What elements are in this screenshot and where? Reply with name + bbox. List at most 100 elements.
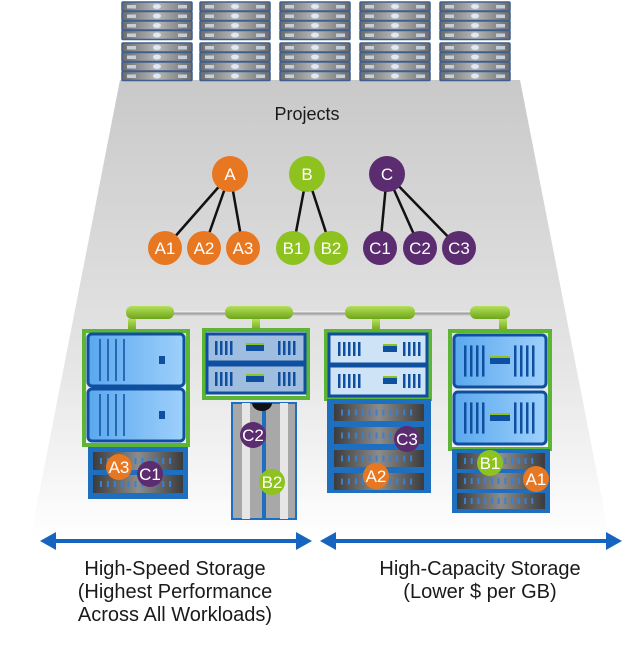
disk-slot xyxy=(396,455,399,462)
node-circle xyxy=(226,231,260,265)
server-led-right xyxy=(178,46,187,50)
vent xyxy=(418,342,421,356)
server-led-left xyxy=(365,55,374,59)
node-circle xyxy=(212,156,248,192)
server-led-right xyxy=(178,65,187,69)
server-led-left xyxy=(285,65,294,69)
controller-panel xyxy=(86,387,186,443)
server-led-right xyxy=(336,55,345,59)
server-led-right xyxy=(496,74,505,78)
node-circle xyxy=(259,469,285,495)
server-led-right xyxy=(496,24,505,28)
disk-slot xyxy=(100,458,102,464)
disk-slot xyxy=(354,409,357,416)
server-indicator xyxy=(471,64,479,69)
vent xyxy=(225,341,228,355)
vent xyxy=(278,372,281,386)
server-indicator xyxy=(471,4,479,9)
disk-slot xyxy=(410,478,413,485)
disk-slot xyxy=(162,458,165,464)
server-indicator xyxy=(471,73,479,79)
disk-slot xyxy=(497,498,500,504)
vent xyxy=(220,341,223,355)
server-indicator xyxy=(471,45,479,50)
node-label: B xyxy=(301,165,312,184)
disk-slot xyxy=(484,478,487,484)
server-led-left xyxy=(205,55,214,59)
status-led xyxy=(383,376,397,378)
high-capacity-title: High-Capacity Storage xyxy=(379,558,581,580)
node-A2: A2 xyxy=(363,463,389,489)
node-label: A2 xyxy=(194,239,215,258)
server-led-left xyxy=(285,46,294,50)
node-B1: B1 xyxy=(276,231,310,265)
disk-slot xyxy=(389,432,392,439)
disk-slot xyxy=(464,478,466,484)
server-led-right xyxy=(256,55,265,59)
node-circle xyxy=(276,231,310,265)
server-led-right xyxy=(256,46,265,50)
server-led-left xyxy=(285,33,294,37)
high-capacity-storage-caption: High-Capacity Storage (Lower $ per GB) xyxy=(330,558,630,604)
disk-slot xyxy=(361,455,364,462)
vent xyxy=(288,341,291,355)
server-led-left xyxy=(285,24,294,28)
compute-server-racks xyxy=(121,1,511,82)
server-indicator xyxy=(391,64,399,69)
server-led-right xyxy=(178,33,187,37)
vent xyxy=(348,342,351,356)
vent xyxy=(464,402,467,434)
vent xyxy=(413,342,416,356)
disk-slot xyxy=(134,458,137,464)
server-led-right xyxy=(256,74,265,78)
disk-slot xyxy=(484,498,487,504)
disk-slot xyxy=(524,458,527,464)
disk-slot xyxy=(347,478,350,485)
server-led-left xyxy=(205,24,214,28)
disk-slot xyxy=(464,498,466,504)
high-capacity-range-arrow xyxy=(320,532,622,550)
disk-slot xyxy=(389,478,392,485)
server-led-left xyxy=(127,33,136,37)
node-circle xyxy=(187,231,221,265)
disk-slot xyxy=(504,478,507,484)
status-led xyxy=(490,413,510,415)
node-label: C xyxy=(381,165,393,184)
disk-slot xyxy=(169,458,172,464)
server-led-right xyxy=(336,33,345,37)
server-led-right xyxy=(178,55,187,59)
node-circle xyxy=(369,156,405,192)
server-led-right xyxy=(178,5,187,9)
node-circle xyxy=(240,422,266,448)
server-led-right xyxy=(496,14,505,18)
server-led-right xyxy=(336,46,345,50)
tower-stripe xyxy=(242,403,250,519)
disk-slot xyxy=(141,458,144,464)
disk-slot xyxy=(477,478,480,484)
server-led-left xyxy=(285,74,294,78)
disk-slot xyxy=(497,478,500,484)
node-label: B1 xyxy=(480,454,501,473)
disk-slot xyxy=(341,409,343,416)
node-circle xyxy=(363,463,389,489)
vent xyxy=(526,402,529,434)
server-stack xyxy=(279,42,351,82)
server-stack xyxy=(121,42,193,82)
server-led-right xyxy=(416,24,425,28)
disk-slot xyxy=(403,478,406,485)
tower-groove xyxy=(262,410,266,518)
disk-slot xyxy=(464,458,466,464)
disk-slot xyxy=(470,478,473,484)
disk-slot xyxy=(354,455,357,462)
vent xyxy=(482,402,485,434)
pipe-drop xyxy=(372,319,380,331)
disk-slot xyxy=(531,458,534,464)
vent xyxy=(343,374,346,388)
pipe-coupler xyxy=(225,306,293,319)
vent xyxy=(215,372,218,386)
server-stack xyxy=(439,42,511,82)
